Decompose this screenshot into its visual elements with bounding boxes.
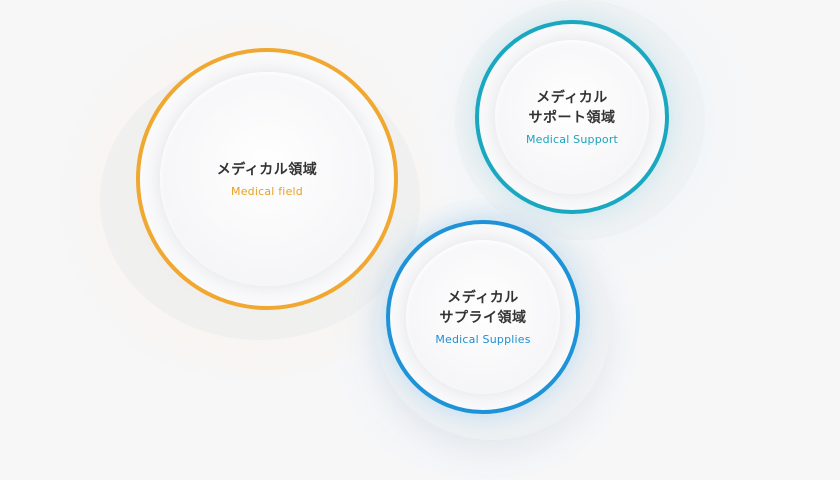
circle-label: メディカル サプライ領域 Medical Supplies — [435, 288, 530, 346]
circle-label: メディカル サポート領域 Medical Support — [526, 88, 618, 146]
circle-subtitle: Medical Supplies — [435, 333, 531, 346]
medical-support-circle[interactable]: メディカル サポート領域 Medical Support — [475, 20, 669, 214]
circle-label: メディカル領域 Medical field — [217, 160, 318, 198]
medical-supplies-circle[interactable]: メディカル サプライ領域 Medical Supplies — [386, 220, 580, 414]
circle-title: メディカル サプライ領域 — [439, 290, 527, 326]
circle-inner — [495, 40, 649, 194]
medical-field-circle[interactable]: メディカル領域 Medical field — [136, 48, 398, 310]
circle-subtitle: Medical Support — [525, 133, 619, 146]
circle-subtitle: Medical field — [231, 185, 303, 198]
circle-title: メディカル領域 — [216, 162, 318, 178]
circle-title: メディカル サポート領域 — [528, 90, 616, 126]
circle-inner — [160, 72, 374, 286]
circle-inner — [406, 240, 560, 394]
